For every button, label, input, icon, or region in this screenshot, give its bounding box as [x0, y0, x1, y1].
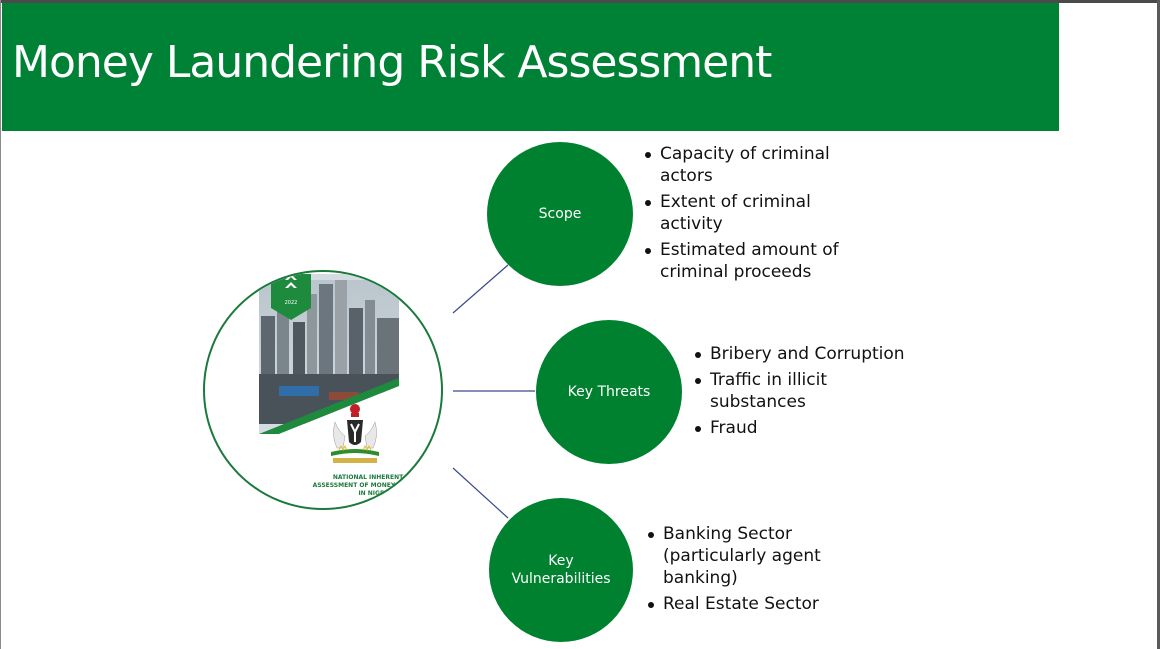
city-skyline-image: 2022	[259, 274, 399, 434]
report-cover: 2022 NATIONAL INHERENT RISK ASSESSMENT O…	[259, 274, 441, 498]
list-item: Capacity of criminal actors	[643, 143, 843, 187]
report-cover-circle: 2022 NATIONAL INHERENT RISK ASSESSMENT O…	[203, 270, 443, 510]
node-key-vulnerabilities-label: Key Vulnerabilities	[511, 553, 611, 587]
node-key-vulnerabilities: Key Vulnerabilities	[489, 498, 633, 642]
list-item: Real Estate Sector	[646, 593, 841, 615]
window-frame-top	[0, 0, 1160, 3]
window-frame-left	[0, 0, 1, 649]
list-item: Banking Sector (particularly agent banki…	[646, 523, 841, 589]
slide-title: Money Laundering Risk Assessment	[12, 37, 772, 88]
list-item: Bribery and Corruption	[693, 343, 918, 365]
scope-bullet-list: Capacity of criminal actors Extent of cr…	[643, 143, 843, 287]
window-frame-right	[1157, 0, 1160, 649]
list-item: Fraud	[693, 417, 918, 439]
cover-year: 2022	[285, 300, 298, 306]
coat-of-arms-icon	[331, 404, 379, 463]
title-banner: Money Laundering Risk Assessment	[2, 3, 1059, 131]
cover-caption: NATIONAL INHERENT RISK ASSESSMENT OF MON…	[312, 474, 442, 497]
node-scope: Scope	[487, 142, 633, 286]
node-key-threats-label: Key Threats	[567, 384, 651, 400]
list-item: Traffic in illicit substances	[693, 369, 860, 413]
list-item: Extent of criminal activity	[643, 191, 843, 235]
key-vulnerabilities-bullet-list: Banking Sector (particularly agent banki…	[646, 523, 841, 619]
connector-scope	[452, 264, 509, 314]
key-threats-bullet-list: Bribery and Corruption Traffic in illici…	[693, 343, 918, 443]
list-item: Estimated amount of criminal proceeds	[643, 239, 843, 283]
connector-key-vulnerabilities	[452, 467, 509, 519]
node-key-threats: Key Threats	[536, 320, 682, 464]
node-scope-label: Scope	[538, 206, 582, 222]
